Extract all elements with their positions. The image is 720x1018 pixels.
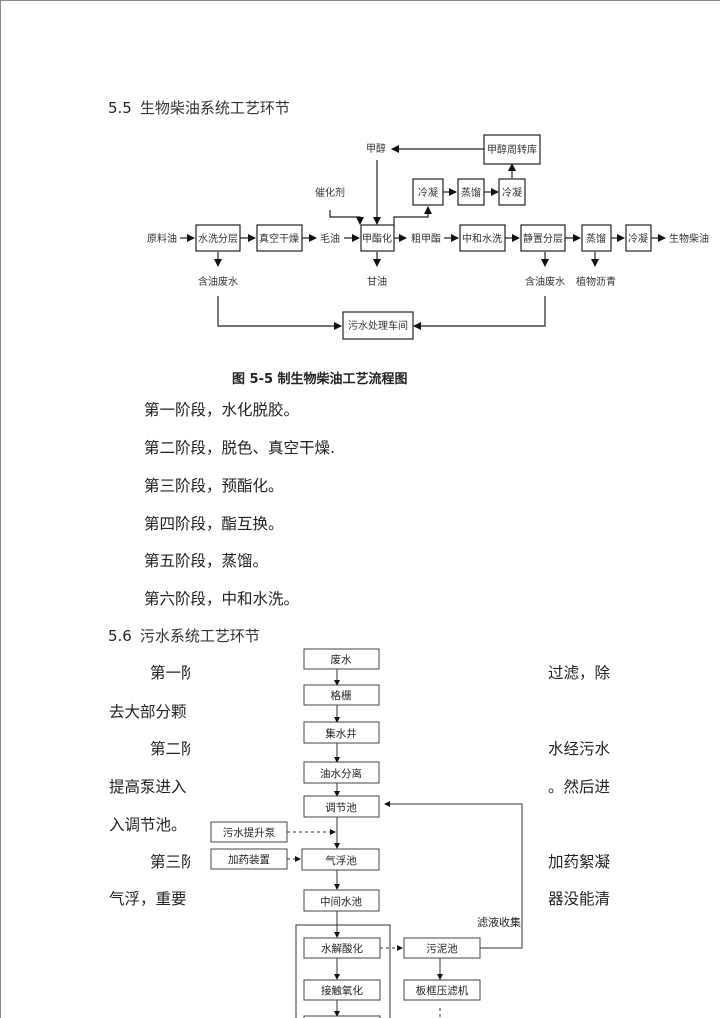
stage-2: 第二阶段，脱色、真空干燥. <box>144 439 335 457</box>
para-1-right: 过滤，除 <box>548 664 611 682</box>
label-methanol-store: 甲醇周转库 <box>487 143 537 156</box>
stage-3: 第三阶段，预酯化。 <box>144 477 284 495</box>
para-1b-left: 去大部分颗 <box>109 703 187 721</box>
box-sewage-plant <box>342 311 414 340</box>
box-waste-water <box>303 648 380 670</box>
para-3b-right: 器没能清 <box>548 890 611 908</box>
label-oil-water-sep: 油水分离 <box>320 767 362 780</box>
label-distill: 蒸馏 <box>586 232 606 245</box>
para-2c-left: 入调节池。 <box>109 816 187 834</box>
label-hydrolysis: 水解酸化 <box>321 942 363 955</box>
label-lift-pump: 污水提升泵 <box>223 827 276 839</box>
label-condense-top-2: 冷凝 <box>502 186 522 199</box>
box-filter-press <box>403 979 481 1001</box>
para-3b-left: 气浮，重要 <box>109 890 187 908</box>
label-biodiesel: 生物柴油 <box>669 232 709 245</box>
section-title: 生物柴油系统工艺环节 <box>139 99 290 117</box>
box-regulating-tank <box>303 795 380 818</box>
label-sludge-tank: 污泥池 <box>426 942 458 955</box>
figure-caption: 图 5-5 制生物柴油工艺流程图 <box>232 372 408 387</box>
label-condense: 冷凝 <box>628 232 648 245</box>
label-middle-tank: 中间水池 <box>320 895 362 908</box>
box-static-layer <box>520 224 566 252</box>
para-2b-right: 。然后进 <box>548 778 611 796</box>
box-sludge-tank <box>403 937 481 959</box>
para-1-left: 第一阶 <box>150 664 197 682</box>
label-filter-press: 板框压滤机 <box>416 984 469 997</box>
stage-1: 第一阶段，水化脱胶。 <box>144 401 300 419</box>
label-crude-ester: 粗甲酯 <box>411 233 441 245</box>
label-neutral-wash: 中和水洗 <box>462 232 502 245</box>
box-vacuum-dry <box>256 224 303 252</box>
biodiesel-process-flowchart: 水洗分层 真空干燥 甲酯化 中和水洗 静置分层 蒸馏 冷凝 冷凝 蒸馏 冷凝 甲… <box>147 134 709 340</box>
section-number: 5.5 <box>108 99 132 117</box>
box-oil-water-sep <box>303 761 380 784</box>
label-methanol: 甲醇 <box>366 142 386 155</box>
section-heading-5-6: 5.6 污水系统工艺环节 <box>108 625 260 646</box>
box-neutral-wash <box>459 224 506 252</box>
label-oily-waste-1: 含油废水 <box>198 275 238 288</box>
label-glycerin: 甘油 <box>367 275 387 288</box>
box-water-wash-layer <box>195 224 241 252</box>
label-air-float-tank: 气浮池 <box>325 854 357 867</box>
stage-5: 第五阶段，蒸馏。 <box>144 552 269 570</box>
label-condense-top-1: 冷凝 <box>418 186 438 199</box>
label-sewage-plant: 污水处理车间 <box>348 319 408 332</box>
label-static-layer: 静置分层 <box>523 232 563 245</box>
box-condense-top-1 <box>412 178 444 206</box>
label-regulating-tank: 调节池 <box>325 801 357 814</box>
label-dosing-device: 加药装置 <box>228 853 270 866</box>
para-2b-left: 提高泵进入 <box>109 778 187 796</box>
label-vacuum-dry: 真空干燥 <box>259 232 299 245</box>
label-collect-well: 集水井 <box>325 727 357 740</box>
para-2-right: 水经污水 <box>548 740 611 758</box>
box-distill <box>581 224 612 252</box>
label-crude-oil: 毛油 <box>320 232 340 245</box>
para-3-left: 第三阶 <box>150 853 197 871</box>
label-grille: 格栅 <box>331 689 352 702</box>
label-contact-oxidation: 接触氧化 <box>321 984 363 997</box>
box-dosing-device <box>210 848 288 870</box>
box-lift-pump <box>210 821 288 843</box>
box-condense-top-2 <box>498 178 526 206</box>
section-title: 污水系统工艺环节 <box>139 627 260 645</box>
label-raw-oil: 原料油 <box>147 232 177 245</box>
box-grille <box>303 684 380 706</box>
label-methyl-esterify: 甲酯化 <box>362 232 392 245</box>
label-water-wash-layer: 水洗分层 <box>198 233 238 245</box>
label-oily-waste-2: 含油废水 <box>525 275 565 288</box>
box-hydrolysis <box>303 937 381 959</box>
box-methyl-esterify <box>360 224 395 252</box>
label-plant-asphalt: 植物沥青 <box>576 275 616 288</box>
label-filtrate-collect: 滤液收集 <box>477 915 521 929</box>
stage-4: 第四阶段，酯互换。 <box>144 515 284 533</box>
label-waste-water: 废水 <box>331 653 352 666</box>
label-distill-top: 蒸馏 <box>461 186 481 199</box>
stage-6: 第六阶段，中和水洗。 <box>144 590 300 608</box>
box-methanol-store <box>483 134 541 165</box>
box-condense <box>625 224 652 252</box>
box-contact-oxidation <box>303 979 381 1001</box>
para-2-left: 第二阶 <box>150 740 197 758</box>
section-heading-5-5: 5.5 生物柴油系统工艺环节 <box>108 97 290 118</box>
box-air-float-tank <box>301 848 380 871</box>
box-distill-top <box>457 178 485 206</box>
box-middle-tank <box>303 889 380 912</box>
box-collect-well <box>303 721 380 744</box>
section-number: 5.6 <box>108 627 132 645</box>
para-3-right: 加药絮凝 <box>548 853 611 871</box>
label-catalyst: 催化剂 <box>315 186 345 199</box>
